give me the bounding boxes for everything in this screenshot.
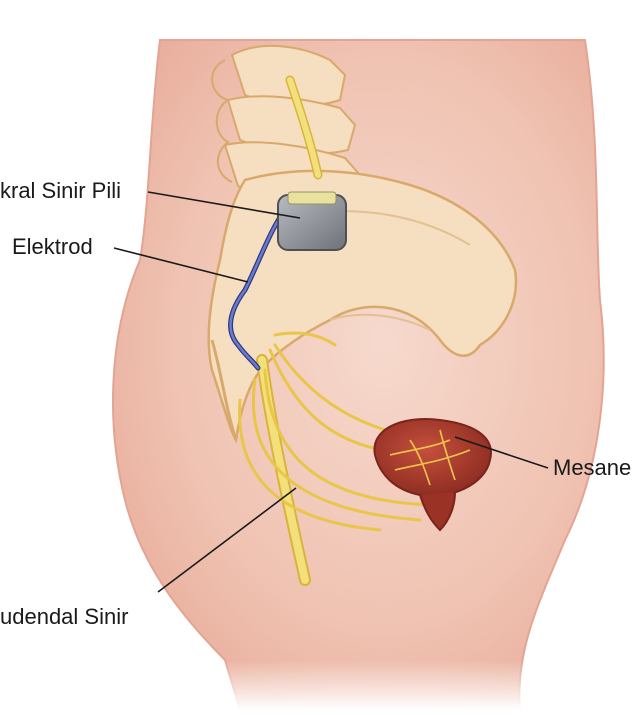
bladder [373, 418, 492, 532]
leader-line-nerve [157, 487, 297, 593]
leader-line-bladder [454, 436, 549, 469]
label-bladder: Mesane [553, 455, 632, 480]
label-pudendal-nerve: udendal Sinir [0, 604, 129, 629]
body-silhouette [112, 39, 605, 711]
leader-lines [113, 191, 549, 593]
lumbar-spine [211, 45, 362, 202]
label-sacral-nerve-battery: kral Sinir Pili [0, 178, 122, 203]
leader-line-electrode [113, 247, 249, 283]
sacral-nerve-battery-device [277, 191, 347, 251]
leader-line-battery [147, 191, 301, 219]
label-electrode: Elektrod [12, 234, 93, 259]
